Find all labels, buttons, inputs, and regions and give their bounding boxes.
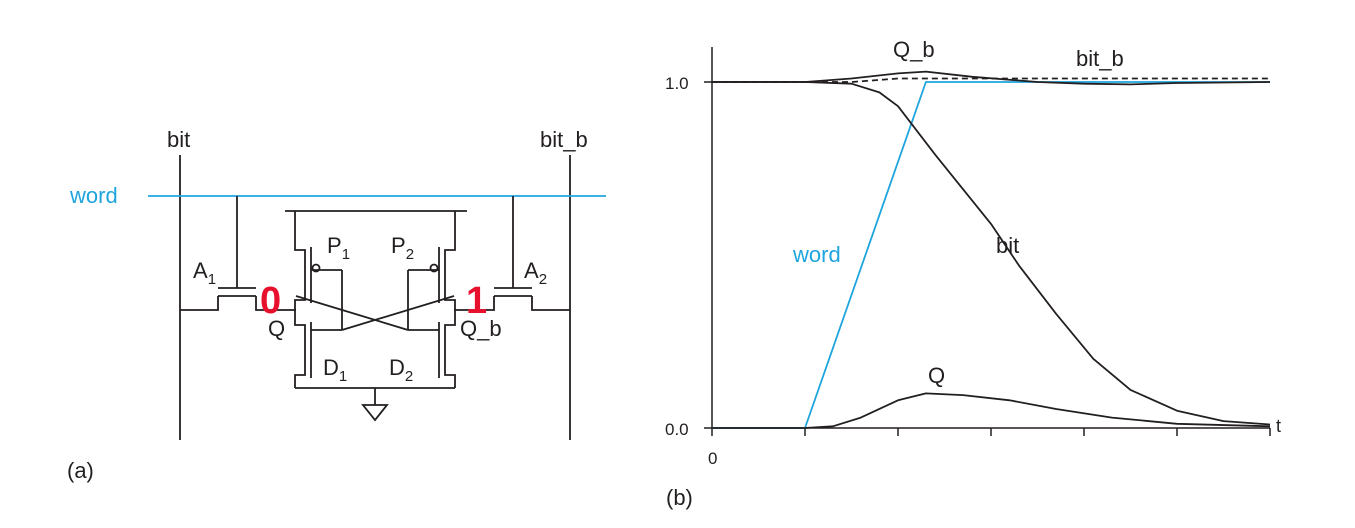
y-tick-label-0: 0.0 — [665, 420, 689, 439]
a2-label: A2 — [524, 258, 547, 288]
panel-a-caption: (a) — [67, 458, 94, 483]
a1-label: A1 — [193, 258, 216, 288]
sram-cell-schematic — [148, 155, 606, 440]
series-label-word: word — [792, 242, 841, 267]
cross-coupling-qb-to-gate1 — [341, 295, 455, 331]
p1-label: P1 — [327, 233, 350, 263]
series-line-q-b — [712, 70, 1271, 86]
word-label: word — [69, 183, 118, 208]
x-axis-end-label: t — [1276, 416, 1281, 436]
bit-b-label: bit_b — [540, 127, 588, 152]
series-line-q — [712, 392, 1271, 429]
read-waveform-chart: 1.0 0.0 0 t Q_b bit_b word bit Q (b) — [665, 37, 1281, 510]
panel-a-labels: bit bit_b word A1 A2 P1 P2 D1 D2 Q Q_b 0… — [67, 127, 588, 483]
x-tick-label-0: 0 — [708, 449, 717, 468]
series-label-bit: bit — [996, 233, 1019, 258]
bit-label: bit — [167, 127, 190, 152]
pullup-transistor-p1 — [294, 211, 321, 310]
series-label-q: Q — [928, 363, 945, 388]
chart-series — [712, 70, 1271, 429]
access-transistor-a1 — [180, 196, 296, 311]
series-label-q-b: Q_b — [893, 37, 935, 62]
cross-coupling-q-to-gate2 — [295, 295, 409, 331]
pulldown-transistor-d1 — [294, 310, 312, 388]
ground-icon — [361, 404, 389, 422]
q-b-label: Q_b — [460, 316, 502, 341]
access-transistor-a2 — [454, 196, 570, 311]
d1-label: D1 — [323, 355, 347, 385]
series-line-bit — [712, 81, 1271, 426]
d2-label: D2 — [389, 355, 413, 385]
y-tick-label-1: 1.0 — [665, 74, 689, 93]
pulldown-transistor-d2 — [438, 310, 456, 388]
p2-label: P2 — [391, 233, 414, 263]
q-label: Q — [268, 316, 285, 341]
series-label-bit-b: bit_b — [1076, 46, 1124, 71]
pullup-transistor-p2 — [429, 211, 456, 310]
chart-axes — [711, 47, 1270, 429]
panel-b-caption: (b) — [666, 485, 693, 510]
q-stored-value: 0 — [260, 280, 281, 322]
q-b-stored-value: 1 — [466, 280, 487, 322]
chart-ticks — [704, 81, 1271, 436]
